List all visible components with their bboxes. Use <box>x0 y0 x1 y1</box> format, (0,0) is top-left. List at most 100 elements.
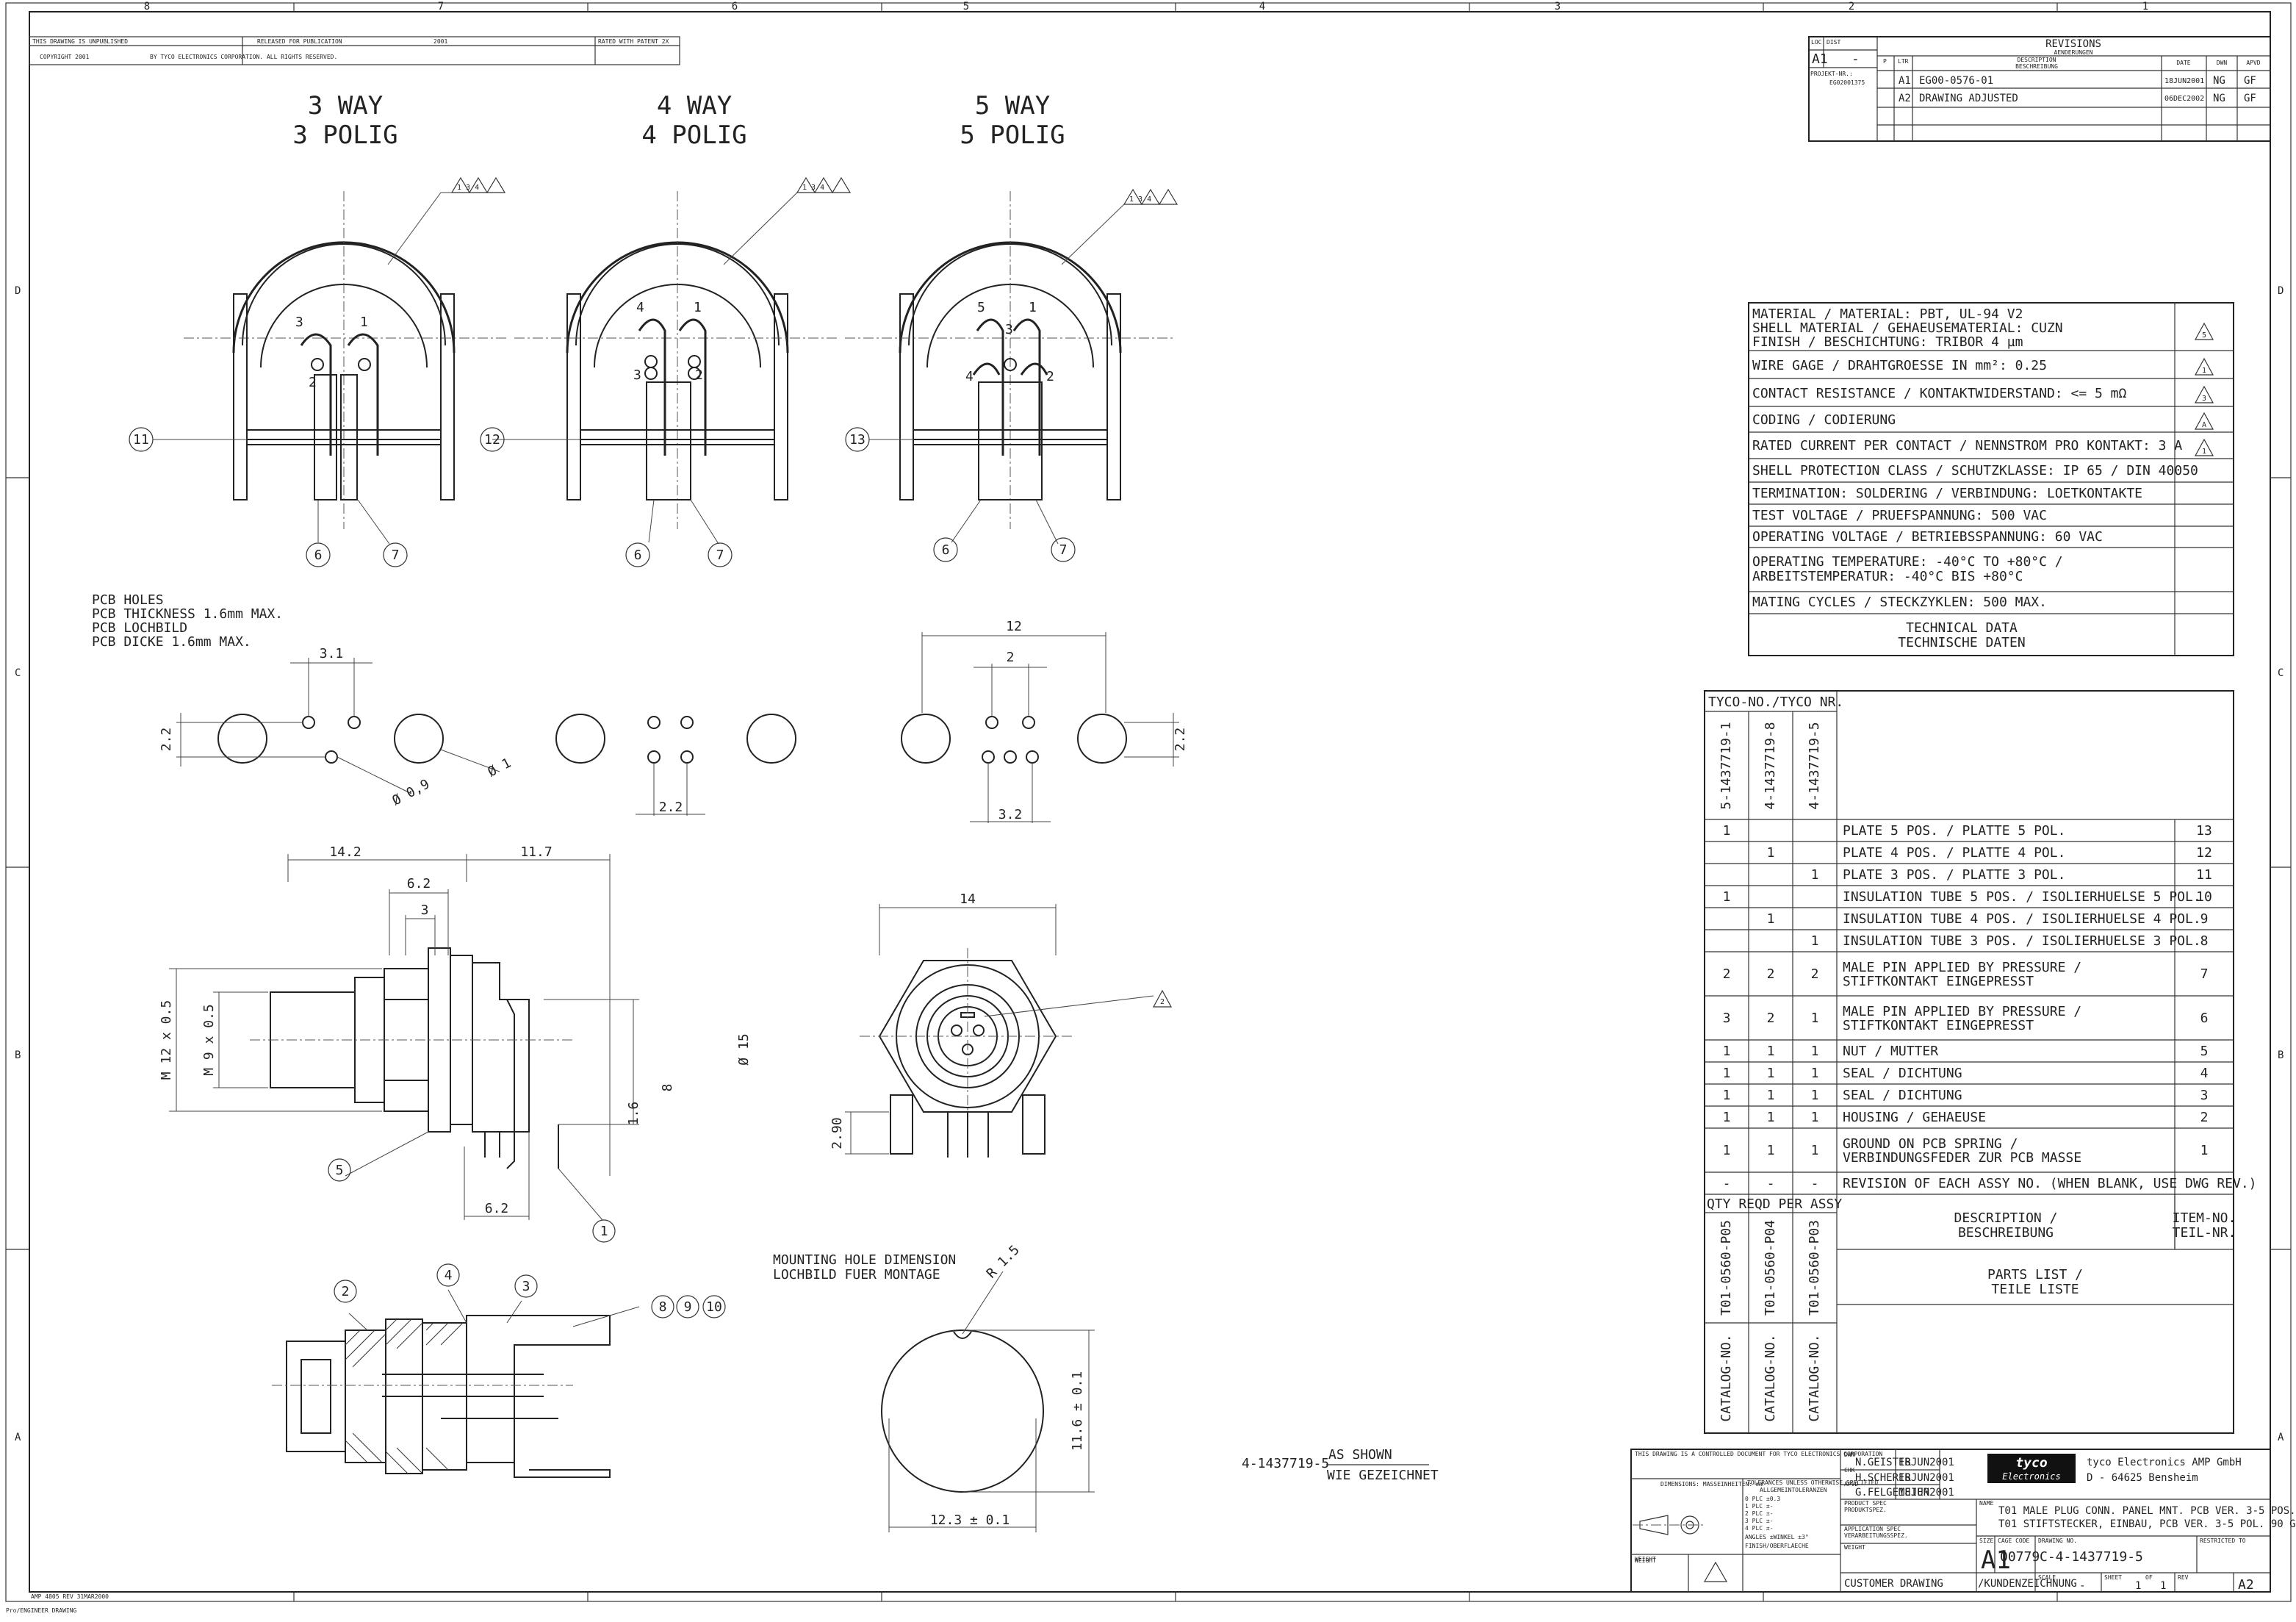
dim-label: 6.2 <box>485 1201 509 1216</box>
drawing-frame: 8 7 6 5 4 3 2 1 D C B A D C B A <box>5 1 2292 1602</box>
rev-proj: EG02001375 <box>1829 79 1865 86</box>
parts-qty: - <box>1767 1176 1775 1191</box>
rev-h-apvd: APVD <box>2246 60 2260 66</box>
rev-ltr: A2 <box>1899 93 1911 104</box>
col-label: 3 <box>1555 1 1561 12</box>
pin-label: 3 <box>295 315 303 330</box>
parts-qty: 1 <box>1811 1088 1819 1103</box>
tech-row: RATED CURRENT PER CONTACT / NENNSTROM PR… <box>1752 438 2182 453</box>
pcb-note: PCB HOLES <box>92 592 164 608</box>
view-subtitle-4way: 4 POLIG <box>641 121 746 150</box>
parts-qty: 3 <box>1723 1011 1731 1026</box>
rev-tags-top: 1 3 4 1 3 4 1 3 4 <box>450 176 1178 205</box>
dim-label: M 9 x 0.5 <box>201 1004 217 1076</box>
dim-label: 12 <box>1006 619 1022 634</box>
dim-label: M 12 x 0.5 <box>159 1000 174 1080</box>
parts-qty: 1 <box>1811 867 1819 883</box>
strip-rated: RATED WITH PATENT 2X <box>598 38 669 45</box>
tech-footer: TECHNICAL DATA <box>1906 620 2018 636</box>
tech-row: OPERATING TEMPERATURE: -40°C TO +80°C / <box>1752 554 2063 570</box>
technical-data-table: MATERIAL / MATERIAL: PBT, UL-94 V2 SHELL… <box>1748 302 2234 656</box>
rev-h-desc: DESCRIPTION <box>2018 57 2056 63</box>
col-label: 6 <box>732 1 738 12</box>
rev-apvd: GF <box>2244 75 2256 87</box>
balloon-8: 8 <box>659 1299 667 1315</box>
dim-label: 2.2 <box>159 728 174 752</box>
parts-qty: 2 <box>1811 966 1819 982</box>
col-label: 2 <box>1849 1 1854 12</box>
tech-tag: A <box>2202 421 2206 429</box>
parts-qty: 1 <box>1811 933 1819 949</box>
rev-h-p: P <box>1883 58 1887 65</box>
row-label: D <box>15 285 21 297</box>
parts-desc: INSULATION TUBE 3 POS. / ISOLIERHUELSE 3… <box>1843 933 2201 949</box>
form-note: AMP 4805 REV 31MAR2000 <box>31 1593 109 1600</box>
tech-row: TEST VOLTAGE / PRUEFSPANNUNG: 500 VAC <box>1752 508 2047 523</box>
parts-desc: INSULATION TUBE 4 POS. / ISOLIERHUELSE 4… <box>1843 911 2201 927</box>
title-block: THIS DRAWING IS A CONTROLLED DOCUMENT FO… <box>1630 1449 2296 1593</box>
tb-tol: TOLERANCES UNLESS OTHERWISE SPECIFIED <box>1747 1479 1878 1486</box>
tb-name1: T01 MALE PLUG CONN. PANEL MNT. PCB VER. … <box>1998 1505 2296 1517</box>
balloon-3: 3 <box>522 1279 530 1294</box>
tb-of-label: OF <box>2145 1574 2153 1581</box>
parts-desc-head: DESCRIPTION / <box>1954 1210 2058 1226</box>
parts-desc: MALE PIN APPLIED BY PRESSURE / <box>1843 960 2081 975</box>
copyright-strip: THIS DRAWING IS UNPUBLISHED COPYRIGHT 20… <box>29 36 680 65</box>
balloon-6: 6 <box>314 548 323 563</box>
connector-section-view: 2 4 3 8 9 10 <box>272 1263 726 1478</box>
parts-header: TYCO-NO./TYCO NR. <box>1708 695 1843 710</box>
rev-tag-label: 1 3 4 <box>1129 195 1151 204</box>
tb-customer-de: /KUNDENZEICHNUNG <box>1978 1578 2077 1590</box>
tb-weight: WEIGHT <box>1635 1557 1656 1564</box>
rev-loc-label: LOC <box>1811 39 1822 46</box>
parts-item-no: 12 <box>2196 845 2212 861</box>
mounting-hole-view: MOUNTING HOLE DIMENSION LOCHBILD FUER MO… <box>773 1242 1095 1532</box>
parts-item-no: 13 <box>2196 823 2212 839</box>
parts-qty: 1 <box>1767 911 1775 927</box>
tech-row: ARBEITSTEMPERATUR: -40°C BIS +80°C <box>1752 569 2023 584</box>
dim-label: 14 <box>960 891 976 907</box>
strip-line4: BY TYCO ELECTRONICS CORPORATION. ALL RIG… <box>150 54 337 60</box>
balloon-7: 7 <box>1059 542 1068 558</box>
dim-label: 14.2 <box>329 844 361 860</box>
dim-label: 3.1 <box>320 646 344 661</box>
connector-side-view: 14.2 11.7 6.2 3 M 12 x 0.5 M 9 x 0.5 Ø 1… <box>159 844 752 1243</box>
pcb-hole-pattern-3way: 3.1 2.2 Ø 1 Ø 0,9 <box>159 646 514 808</box>
parts-desc: HOUSING / GEHAEUSE <box>1843 1110 1986 1125</box>
balloon-7: 7 <box>716 548 724 563</box>
tb-size-label: SIZE <box>1979 1537 1993 1544</box>
parts-qty: 1 <box>1767 1143 1775 1158</box>
tb-angles: ANGLES ±WINKEL ±3° <box>1745 1534 1809 1540</box>
rev-dwn: NG <box>2213 75 2225 87</box>
parts-desc: REVISION OF EACH ASSY NO. (WHEN BLANK, U… <box>1843 1176 2257 1191</box>
tech-tag: 5 <box>2202 331 2206 340</box>
parts-qty: 1 <box>1811 1044 1819 1059</box>
tb-dims: DIMENSIONS: MASSEINHEITEN: mm <box>1660 1481 1763 1488</box>
tb-size: A1 <box>1981 1546 2011 1575</box>
strip-line1: THIS DRAWING IS UNPUBLISHED <box>32 38 128 45</box>
balloon-1: 1 <box>600 1224 608 1239</box>
tech-footer-de: TECHNISCHE DATEN <box>1898 635 2025 650</box>
rev-tag-label: 1 3 4 <box>802 184 824 192</box>
tb-apvd: G.FELGEMEIER <box>1855 1487 1930 1499</box>
dim-label: 12.3 ± 0.1 <box>930 1512 1010 1528</box>
row-label: A <box>15 1432 21 1443</box>
mounting-note: MOUNTING HOLE DIMENSION <box>773 1252 956 1268</box>
rev-dwn: NG <box>2213 93 2225 104</box>
dim-label: R 1.5 <box>984 1242 1023 1281</box>
parts-qty: 1 <box>1723 1044 1731 1059</box>
tech-tag: 1 <box>2202 367 2206 375</box>
tb-name2: T01 STIFTSTECKER, EINBAU, PCB VER. 3-5 P… <box>1998 1518 2296 1530</box>
catalog-label: CATALOG-NO. <box>1719 1334 1734 1421</box>
pcb-hole-pattern-4way: 2.2 <box>555 714 796 816</box>
rev-desc: DRAWING ADJUSTED <box>1919 93 2018 104</box>
parts-desc: INSULATION TUBE 5 POS. / ISOLIERHUELSE 5… <box>1843 889 2201 905</box>
tb-cage-label: CAGE CODE <box>1998 1537 2030 1544</box>
rev-title-de: AENDERUNGEN <box>2054 49 2093 56</box>
dim-label: 2.2 <box>1173 728 1188 752</box>
tb-weight-lbl: WEIGHT <box>1635 1556 1656 1562</box>
parts-item-no: 7 <box>2200 966 2209 982</box>
dim-label: Ø 1 <box>485 756 514 781</box>
parts-col-head: 5-1437719-1 <box>1719 722 1734 809</box>
tech-row: MATING CYCLES / STECKZYKLEN: 500 MAX. <box>1752 595 2047 610</box>
